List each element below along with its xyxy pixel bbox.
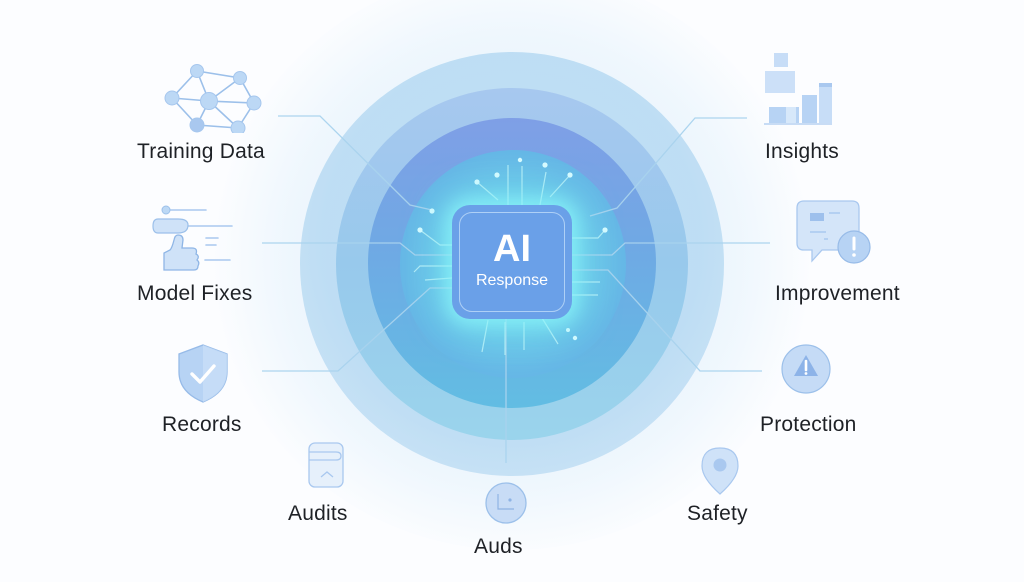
label-model-fixes: Model Fixes	[137, 282, 253, 305]
label-training-data: Training Data	[137, 140, 265, 163]
label-auds: Auds	[474, 535, 523, 558]
chart-circle-icon	[485, 482, 527, 524]
bar-chart-icon	[764, 53, 832, 125]
warning-circle-icon	[781, 344, 831, 394]
document-card-icon	[308, 442, 344, 488]
ai-response-chip: AI Response	[452, 205, 572, 319]
network-graph-icon	[164, 64, 262, 133]
chip-title: AI	[493, 228, 531, 270]
chat-alert-icon	[796, 200, 871, 264]
label-insights: Insights	[765, 140, 839, 163]
location-pin-icon	[701, 447, 739, 495]
chip-subtitle: Response	[475, 272, 549, 289]
label-improvement: Improvement	[775, 282, 900, 305]
label-records: Records	[162, 413, 242, 436]
label-protection: Protection	[760, 413, 857, 436]
label-safety: Safety	[687, 502, 748, 525]
chip-inner-border	[459, 212, 565, 312]
shield-check-icon	[178, 344, 228, 403]
thumbs-up-feedback-icon	[152, 205, 233, 271]
label-audits: Audits	[288, 502, 348, 525]
